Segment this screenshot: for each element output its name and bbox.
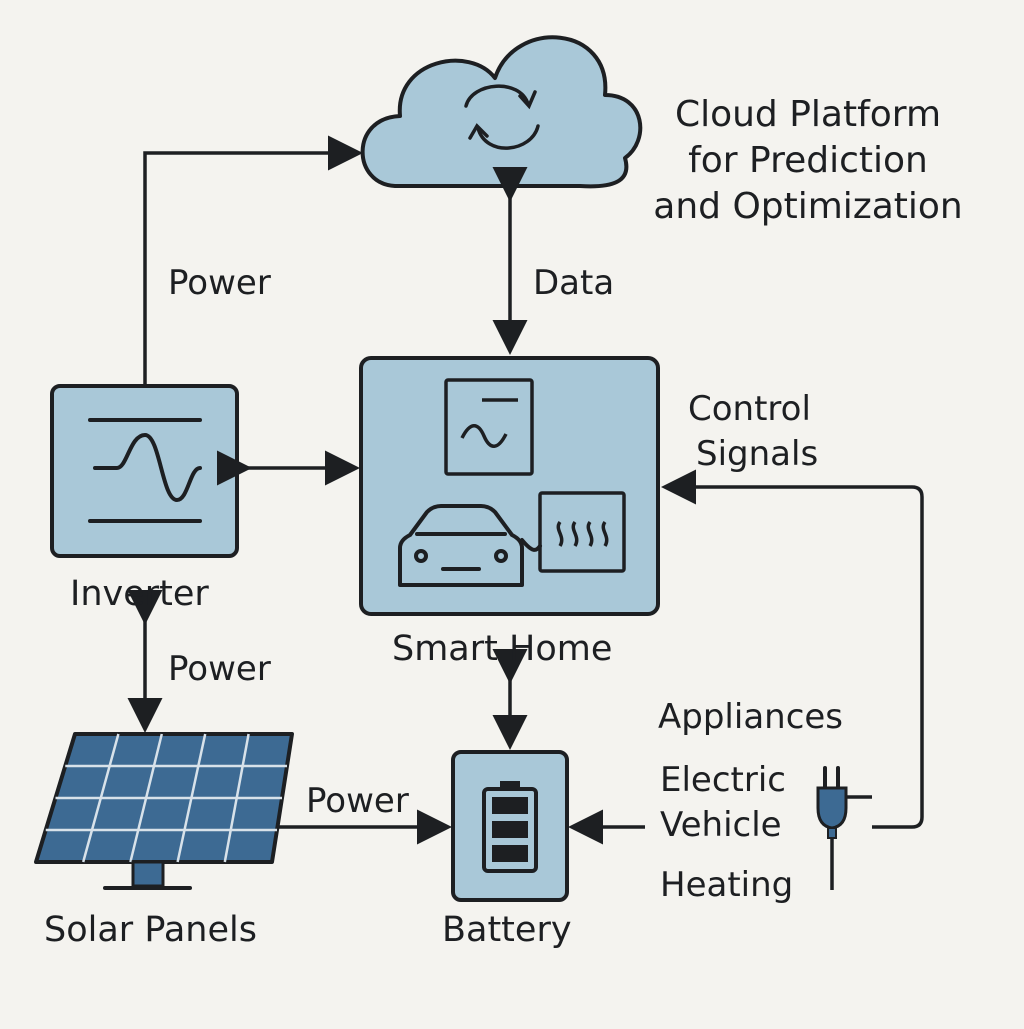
edge-label-power-middle: Power (168, 649, 271, 689)
cloud-title-line-1: Cloud Platform (674, 94, 942, 135)
sine-wave-icon (88, 418, 202, 523)
battery-node (451, 750, 569, 902)
cloud-title-line-3: and Optimization (653, 186, 963, 227)
battery-icon (482, 781, 538, 873)
heater-icon (538, 491, 626, 573)
load-label-electric: Electric (660, 760, 786, 800)
cloud-title-line-2: for Prediction (688, 140, 928, 181)
inverter-node (50, 384, 239, 558)
load-label-vehicle: Vehicle (660, 805, 782, 845)
plug-icon (816, 766, 872, 890)
edge-control-signals (661, 469, 924, 829)
solar-panel-icon (34, 732, 294, 890)
node-label-solar-panels: Solar Panels (44, 910, 257, 950)
cloud-title: Cloud Platform for Prediction and Optimi… (642, 92, 974, 230)
inverter-unit-icon (444, 378, 534, 476)
smart-home-node (359, 356, 660, 616)
node-label-smart-home: Smart Home (392, 629, 613, 669)
sync-icon (464, 84, 540, 150)
car-icon (398, 504, 542, 587)
connectors (127, 135, 924, 845)
edge-inverter-to-cloud (143, 135, 363, 384)
load-label-heating: Heating (660, 865, 794, 905)
load-label-appliances: Appliances (658, 697, 844, 737)
edge-label-control-2: Signals (696, 434, 819, 474)
cloud-node (360, 35, 643, 189)
edge-label-power-bottom: Power (306, 781, 409, 821)
edge-label-control-1: Control (688, 389, 811, 429)
edge-label-power-top: Power (168, 263, 271, 303)
node-label-inverter: Inverter (70, 574, 209, 614)
edge-label-data: Data (533, 263, 615, 303)
node-label-battery: Battery (442, 910, 572, 950)
